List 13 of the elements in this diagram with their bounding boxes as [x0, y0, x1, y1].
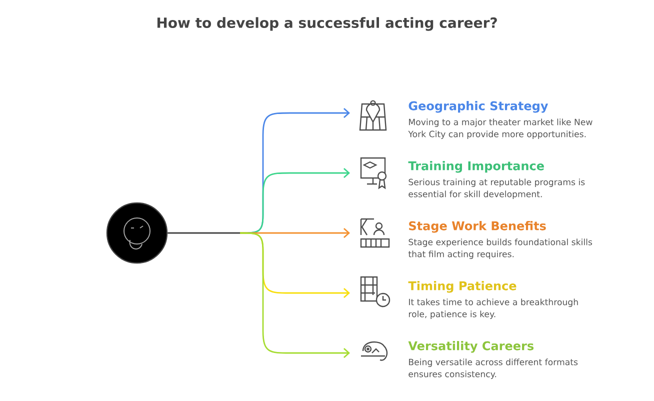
- node-label: Timing Patience: [408, 281, 516, 293]
- node-label: Geographic Strategy: [408, 101, 548, 113]
- connector-trunk: [168, 232, 240, 234]
- node-label: Stage Work Benefits: [409, 221, 546, 233]
- node-text: Versatility Careers Being versatile across different formats ensures consistency.: [408, 341, 578, 379]
- title: How to develop a successful acting career?: [157, 17, 497, 31]
- node-label: Serious training at reputable programs is essential for skill development.: [408, 178, 585, 199]
- node-label: Stage experience builds foundational skills that film acting requires.: [408, 238, 592, 259]
- thinking-icon-circle: [106, 202, 168, 264]
- arrow: [240, 232, 350, 358]
- node-label: It takes time to achieve a breakthrough role, patience is key.: [408, 298, 578, 319]
- node-label: Training Importance: [408, 161, 544, 173]
- node-label: Moving to a major theater market like New York City can provide more opportunities.: [408, 118, 592, 139]
